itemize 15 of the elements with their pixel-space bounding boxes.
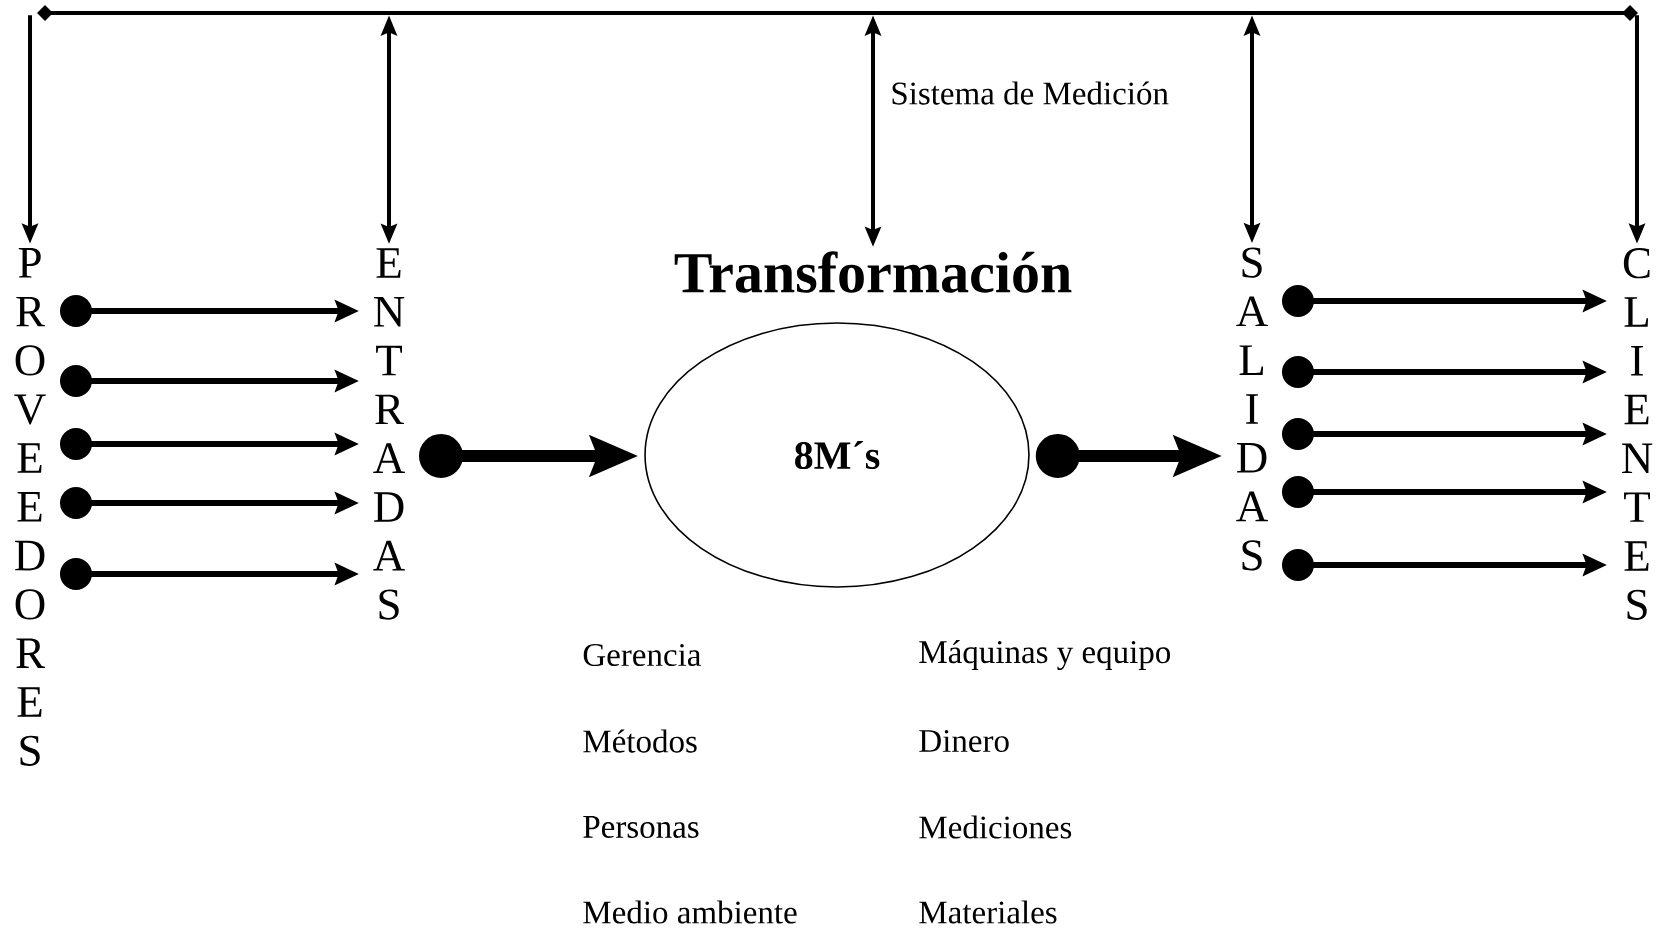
system-label: Sistema de Medición [892, 81, 1169, 105]
list-item: Dinero [919, 729, 1009, 753]
vertical-label: CLIENTES [1622, 248, 1653, 620]
vertical-label: SALIDAS [1236, 247, 1268, 571]
list-item: Máquinas y equipo [919, 640, 1171, 670]
measurement-bar [37, 5, 1638, 21]
list-item: Gerencia [583, 643, 701, 667]
list-item: Mediciones [919, 815, 1072, 839]
vertical-label: PROVEEDORES [14, 248, 46, 766]
list-item: Materiales [919, 900, 1057, 924]
list-item: Personas [583, 816, 699, 838]
list-item: Medio ambiente [583, 900, 797, 924]
heading: Transformación [674, 251, 1072, 293]
list-item: Métodos [583, 729, 697, 753]
vertical-label: ENTRADAS [373, 248, 405, 620]
